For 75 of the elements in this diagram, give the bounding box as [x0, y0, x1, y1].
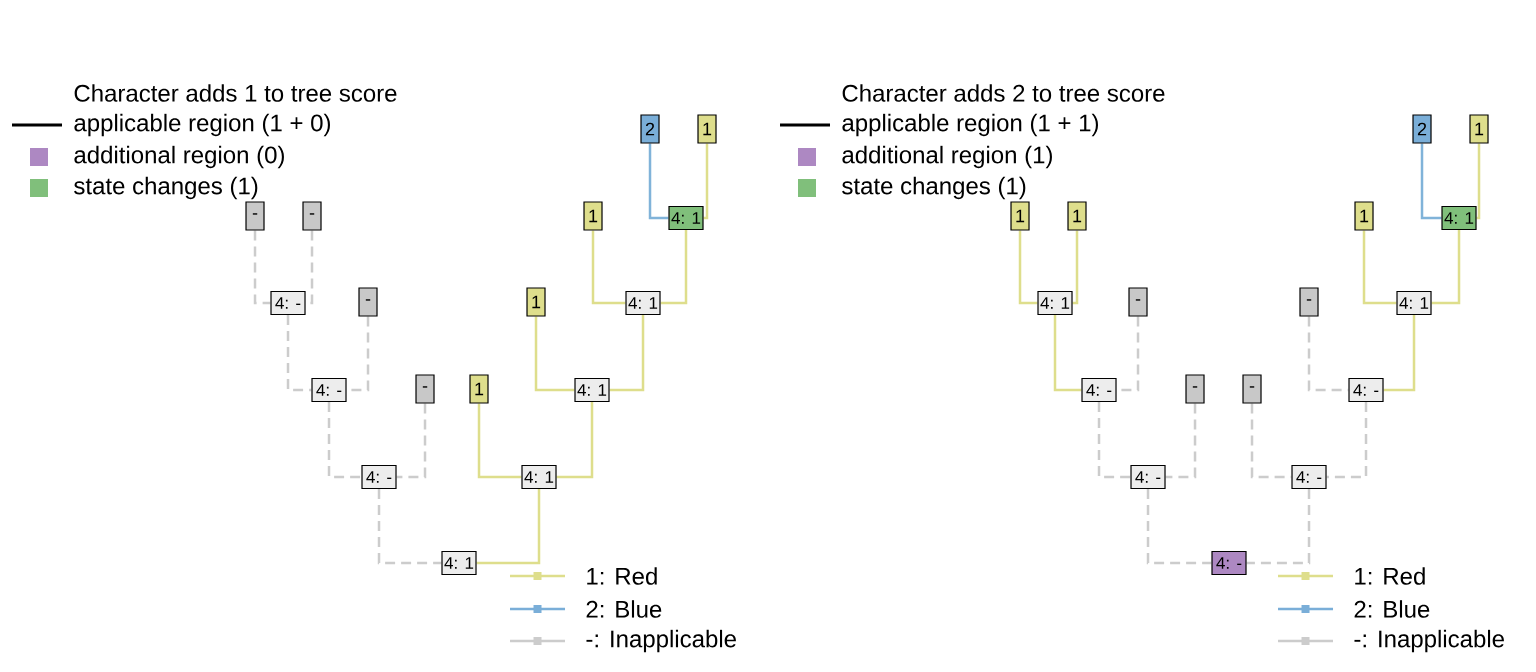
tip-box: -: [415, 374, 435, 404]
branch-line: [1246, 489, 1311, 565]
legend-text: 2: Blue: [586, 600, 662, 618]
internal-node-box: 4: -: [1211, 550, 1247, 576]
internal-node-box: 4: -: [361, 464, 397, 490]
branch-line: [327, 402, 362, 479]
internal-node-box: 4: -: [270, 290, 306, 316]
legend-text: state changes (1): [74, 176, 258, 200]
tip-box: 1: [697, 114, 717, 144]
tip-box: 2: [640, 114, 660, 144]
tip-box: 1: [1010, 201, 1030, 231]
legend-text: 2: Blue: [1354, 600, 1430, 618]
tip-box: 1: [583, 201, 603, 231]
internal-node-box: 4: 1: [668, 205, 704, 231]
branch-line: [1476, 143, 1481, 220]
tip-box: -: [1299, 287, 1319, 317]
branch-line: [1383, 315, 1416, 392]
tip-box: -: [302, 201, 322, 231]
branch-line: [1018, 230, 1038, 305]
legend-title: Character adds 1 to tree score: [74, 84, 397, 102]
tip-box: -: [1242, 374, 1262, 404]
branch-line: [1165, 403, 1197, 479]
tip-box: 1: [1067, 201, 1087, 231]
branch-line: [476, 489, 541, 565]
tip-box: -: [1128, 287, 1148, 317]
branch-line: [534, 316, 575, 392]
branch-line: [609, 315, 645, 392]
branch-line: [1326, 402, 1368, 479]
internal-node-box: 4: 1: [1037, 290, 1073, 316]
internal-node-box: 4: -: [1348, 377, 1384, 403]
tip-box: 1: [1354, 201, 1374, 231]
tip-box: -: [245, 201, 265, 231]
legend-text: additional region (1): [842, 145, 1052, 169]
tip-box: 1: [526, 287, 546, 317]
branch-line: [703, 143, 709, 220]
branch-line: [660, 230, 688, 305]
legend-text: -: Inapplicable: [586, 629, 736, 653]
internal-node-box: 4: 1: [1396, 290, 1432, 316]
internal-node-box: 4: 1: [1441, 205, 1477, 231]
legend-title: Character adds 2 to tree score: [842, 84, 1165, 102]
branch-line: [377, 489, 442, 565]
legend-text: -: Inapplicable: [1354, 629, 1504, 653]
internal-node-box: 4: 1: [625, 290, 661, 316]
internal-node-box: 4: 1: [521, 464, 557, 490]
branch-line: [1053, 315, 1082, 392]
internal-node-box: 4: -: [1130, 464, 1166, 490]
branch-line: [477, 403, 522, 479]
internal-node-box: 4: -: [1081, 377, 1117, 403]
branch-line: [1362, 230, 1397, 305]
legend-text: additional region (0): [74, 145, 284, 169]
branch-line: [556, 402, 594, 479]
branch-line: [286, 315, 312, 392]
legend-text: 1: Red: [1355, 567, 1425, 585]
tip-box: 2: [1412, 114, 1432, 144]
legend-text: applicable region (1 + 0): [74, 113, 330, 137]
branch-line: [1072, 230, 1079, 305]
internal-node-box: 4: 1: [574, 377, 610, 403]
branch-line: [253, 230, 271, 305]
legend-text: state changes (1): [842, 176, 1026, 200]
legend-text: applicable region (1 + 1): [842, 113, 1098, 137]
branch-line: [648, 143, 669, 220]
branch-line: [1146, 489, 1212, 565]
tip-box: -: [358, 287, 378, 317]
internal-node-box: 4: -: [1291, 464, 1327, 490]
branch-line: [1097, 402, 1131, 479]
tip-box: 1: [469, 374, 489, 404]
internal-node-box: 4: -: [311, 377, 347, 403]
legend-text: 1: Red: [587, 567, 657, 585]
tip-box: 1: [1469, 114, 1489, 144]
branch-line: [1431, 230, 1461, 305]
branch-line: [591, 230, 626, 305]
tip-box: -: [1185, 374, 1205, 404]
branch-line: [1420, 143, 1442, 220]
internal-node-box: 4: 1: [441, 550, 477, 576]
branch-line: [396, 403, 427, 479]
